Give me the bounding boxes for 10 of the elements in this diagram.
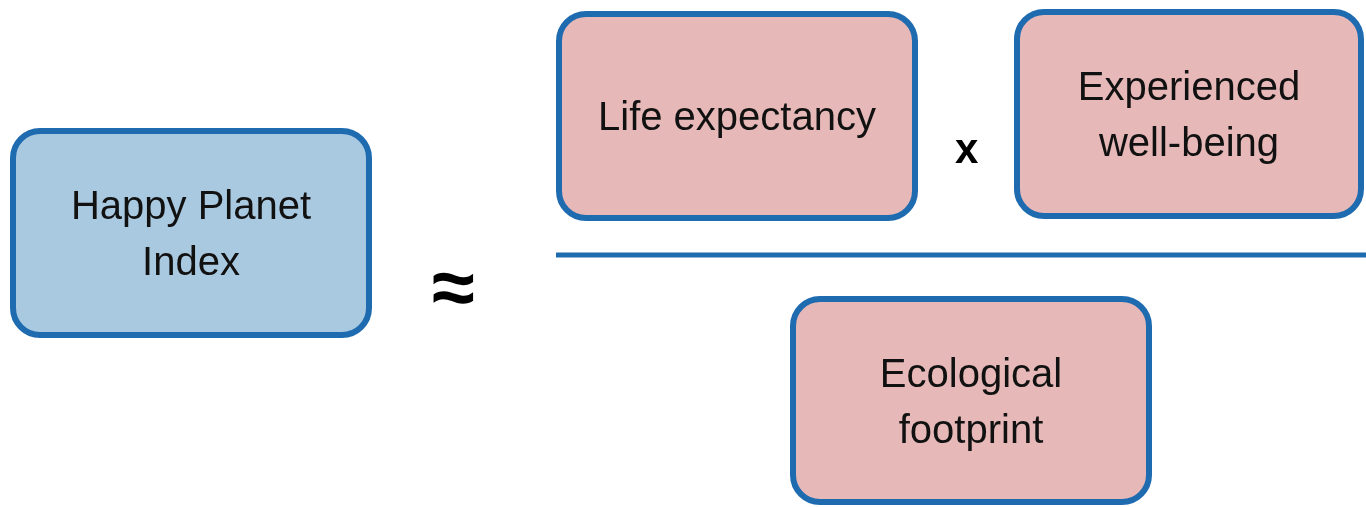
- rounded-box: [1014, 9, 1364, 219]
- box-label: Happy Planet Index: [69, 182, 313, 285]
- approx-symbol: ≈: [432, 248, 475, 326]
- box-label: Life expectancy: [597, 93, 877, 140]
- rounded-box: [10, 128, 372, 338]
- rounded-box: [790, 296, 1152, 505]
- box-label: Ecological footprint: [878, 349, 1064, 453]
- multiply-sign: x: [955, 128, 979, 170]
- rounded-box: [556, 11, 918, 221]
- box-label: Experienced well-being: [1076, 63, 1302, 166]
